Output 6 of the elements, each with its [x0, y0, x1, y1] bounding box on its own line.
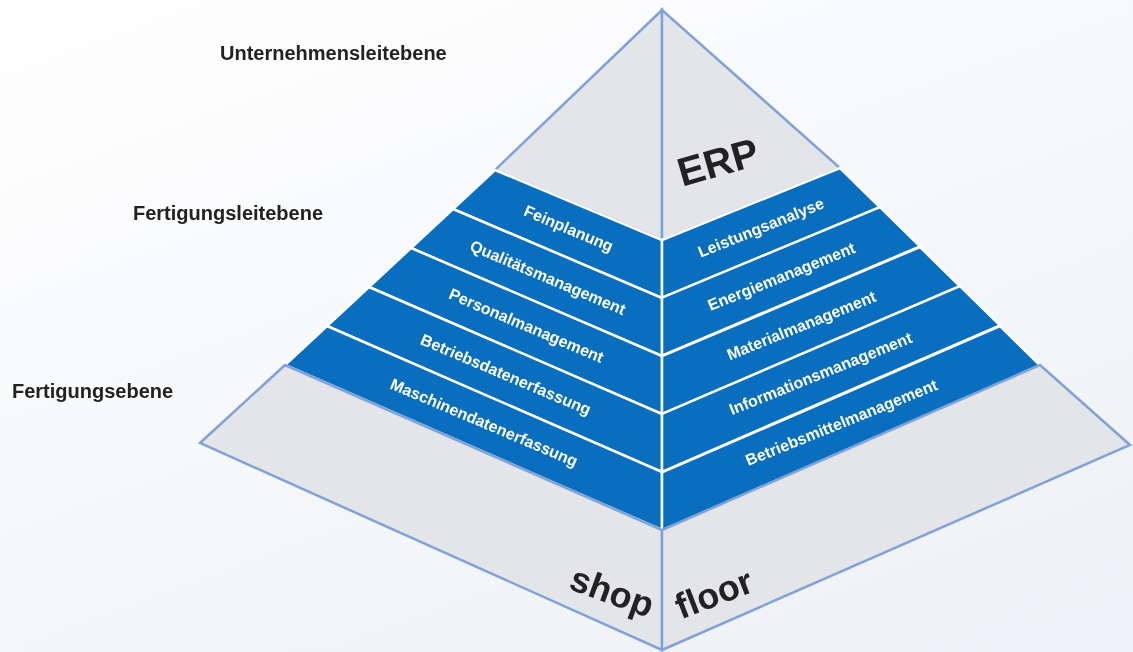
pyramid-label: ERP — [672, 129, 764, 195]
pyramid-label: shop — [564, 557, 660, 627]
pyramid-label: floor — [669, 560, 759, 628]
level-label: Fertigungsebene — [12, 380, 174, 403]
level-label: Unternehmensleitebene — [220, 42, 447, 65]
level-label: Fertigungsleitebene — [133, 202, 324, 225]
